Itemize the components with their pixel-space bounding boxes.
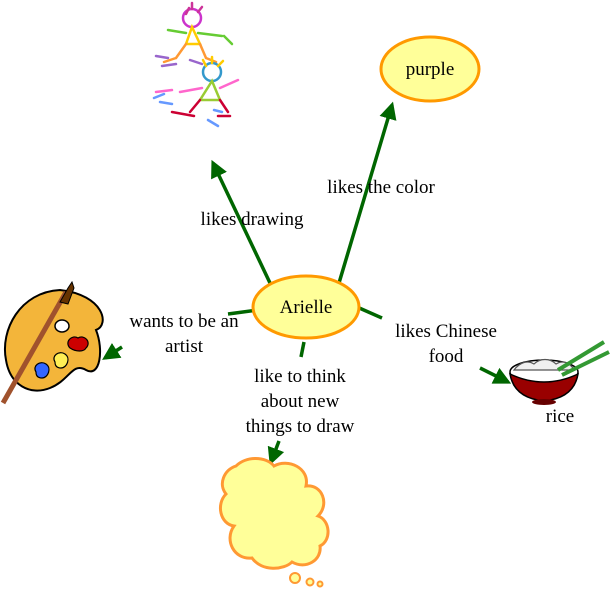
arrow-to-thought — [267, 440, 285, 466]
purple-bubble — [379, 35, 481, 103]
thought-bubble-icon — [218, 457, 330, 588]
arrow-to-palette — [102, 343, 123, 360]
arrow-to-rice — [479, 366, 512, 384]
stick-figures-icon — [152, 1, 240, 128]
center-bubble — [251, 274, 361, 340]
center-label: Arielle — [279, 297, 333, 318]
chinese-food-label: likes Chinese food — [395, 321, 497, 367]
line-to-think-label — [299, 341, 306, 358]
rice-bowl-icon — [509, 340, 610, 405]
wants-artist-label: wants to be an artist — [129, 311, 239, 357]
line-to-chinese-label — [356, 305, 383, 320]
rice-label: rice — [545, 406, 575, 427]
likes-color-label: likes the color — [327, 177, 435, 198]
arrow-to-purple — [337, 101, 397, 284]
paint-palette-icon — [0, 280, 104, 405]
arrow-to-drawing — [211, 159, 272, 284]
likes-drawing-label: likes drawing — [200, 209, 304, 230]
think-draw-label: like to think about new things to draw — [245, 366, 355, 437]
purple-label: purple — [405, 59, 455, 80]
